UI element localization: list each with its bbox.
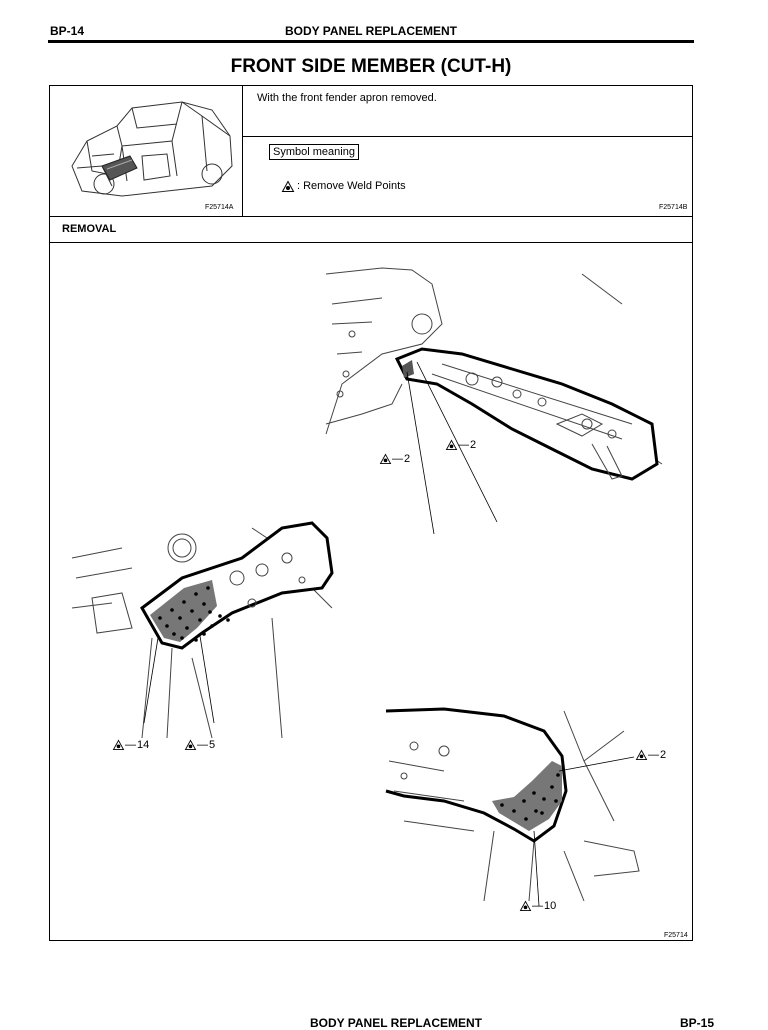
weld-point-icon xyxy=(445,439,458,450)
weld-count: 2 xyxy=(404,453,411,465)
removal-heading: REMOVAL xyxy=(62,223,117,235)
weld-point-detail-left-figure xyxy=(71,521,334,739)
weld-callout: —2 xyxy=(445,439,477,451)
cell-divider xyxy=(242,136,692,137)
weld-count: 2 xyxy=(470,439,477,451)
weld-point-icon xyxy=(112,739,125,750)
page-title: FRONT SIDE MEMBER (CUT-H) xyxy=(230,56,512,77)
front-side-member-overview-figure xyxy=(325,267,663,535)
figure-code: F25714A xyxy=(205,204,234,211)
weld-callout: —2 xyxy=(379,453,411,465)
weld-count: 5 xyxy=(209,739,216,751)
weld-count: 10 xyxy=(544,900,557,912)
footer-page-id: BP-15 xyxy=(680,1016,715,1030)
car-body-illustration xyxy=(71,101,233,197)
symbol-legend-title: Symbol meaning xyxy=(269,144,359,160)
cell-divider xyxy=(242,86,243,216)
weld-point-detail-right-figure xyxy=(385,707,640,907)
page-id: BP-14 xyxy=(50,24,85,38)
section-header: BODY PANEL REPLACEMENT xyxy=(284,24,458,38)
footer-section: BODY PANEL REPLACEMENT xyxy=(309,1016,483,1030)
weld-callout: —14 xyxy=(112,739,150,751)
weld-count: 2 xyxy=(660,749,667,761)
cell-divider xyxy=(50,216,692,217)
cell-divider xyxy=(50,242,692,243)
weld-point-icon xyxy=(379,453,392,464)
header-rule xyxy=(48,40,694,43)
weld-callout: —2 xyxy=(635,749,667,761)
weld-callout: —5 xyxy=(184,739,216,751)
weld-point-icon xyxy=(635,749,648,760)
weld-point-icon xyxy=(184,739,197,750)
procedure-frame: F25714A With the front fender apron remo… xyxy=(49,85,693,941)
figure-code: F25714 xyxy=(664,932,688,939)
weld-point-icon xyxy=(281,179,295,192)
figure-code: F25714B xyxy=(659,204,688,211)
instruction-note: With the front fender apron removed. xyxy=(257,92,437,104)
symbol-legend-text: : Remove Weld Points xyxy=(297,180,406,192)
symbol-legend-row: : Remove Weld Points xyxy=(281,179,406,192)
weld-callout: —10 xyxy=(519,900,557,912)
weld-point-icon xyxy=(519,900,532,911)
weld-count: 14 xyxy=(137,739,150,751)
